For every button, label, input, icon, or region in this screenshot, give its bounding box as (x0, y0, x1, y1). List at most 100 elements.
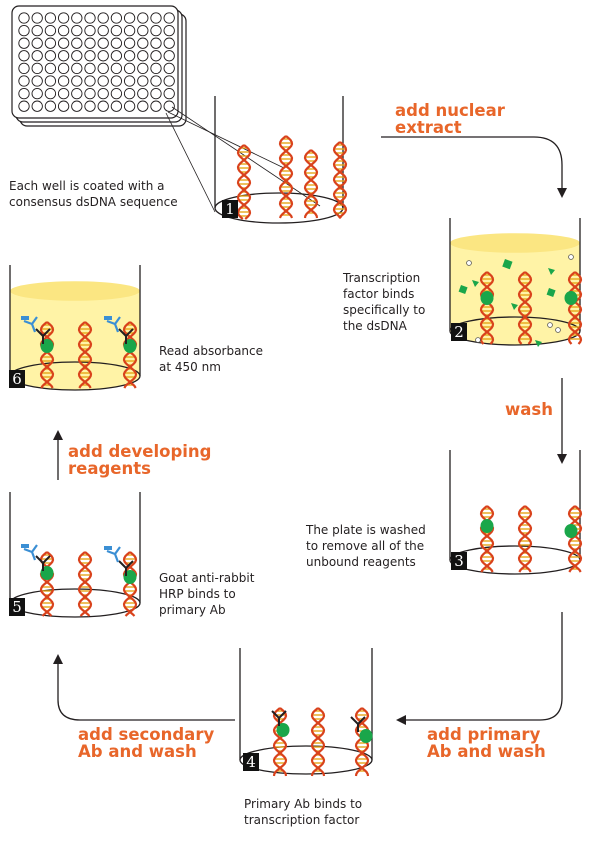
well-liquid-surface (450, 233, 580, 253)
antibody-shape (35, 555, 51, 571)
plate-well (57, 75, 70, 87)
plate-well (163, 75, 175, 87)
hrp-secondary-antibody-icon (104, 316, 121, 333)
caption-line: Read absorbance (159, 344, 264, 358)
particle-square (458, 285, 468, 294)
plate-well (71, 37, 83, 49)
dna-strand (332, 141, 348, 219)
plate-well (44, 75, 57, 87)
antibody-shape (118, 328, 134, 344)
dna-strand (479, 271, 495, 345)
caption-step-3: The plate is washed to remove all of the… (306, 522, 426, 570)
plate-well (31, 24, 43, 37)
dna-helix-icon (479, 271, 495, 345)
plate-well (71, 87, 83, 100)
plate-well (44, 50, 57, 62)
plate-well (110, 75, 123, 87)
plate-well (84, 62, 96, 75)
dna-helix-icon (310, 707, 326, 777)
plate-well (150, 37, 162, 49)
plate-well (84, 75, 96, 87)
dna-strand (354, 707, 370, 777)
intro-label-line: consensus dsDNA sequence (9, 195, 178, 209)
plate-well (97, 100, 109, 112)
dna-strand (77, 551, 93, 617)
dna-strand (77, 321, 93, 389)
plate-well (31, 75, 43, 87)
plate-well (163, 100, 175, 112)
dna-strand (303, 149, 319, 219)
transcription-factor-icon (480, 291, 494, 305)
plate-well (71, 62, 83, 75)
dna-strand (517, 505, 533, 573)
action-line: add nuclear (395, 101, 505, 120)
plate-well (57, 37, 70, 49)
plate-well (18, 100, 30, 112)
plate-well (110, 12, 123, 24)
plate-well (150, 75, 162, 87)
well-step-4 (239, 648, 373, 777)
dna-helix-icon (567, 271, 583, 345)
action-line: add developing (68, 442, 212, 461)
dna-strand (236, 144, 252, 220)
antibody-shape (271, 710, 287, 726)
caption-line: HRP binds to (159, 587, 236, 601)
dna-strand (278, 135, 294, 219)
dna-strand (39, 551, 55, 617)
plate-well (123, 87, 136, 100)
caption-line: The plate is washed (306, 523, 426, 537)
plate-well (123, 75, 136, 87)
plate-well (137, 62, 149, 75)
hrp-tag (21, 316, 29, 320)
caption-step-4: Primary Ab binds to transcription factor (244, 796, 362, 828)
plate-well (18, 87, 30, 100)
dna-helix-icon (332, 141, 348, 219)
action-wash: wash (505, 401, 553, 418)
plate-well (97, 37, 109, 49)
plate-well (31, 62, 43, 75)
dna-helix-icon (517, 271, 533, 345)
plate-well (150, 62, 162, 75)
transcription-factor-icon (480, 519, 494, 533)
dna-strand (236, 144, 252, 220)
primary-antibody-icon (35, 328, 51, 344)
caption-line: Goat anti-rabbit (159, 571, 255, 585)
well-step-6 (9, 265, 141, 391)
plate-well (71, 75, 83, 87)
antibody-shape (350, 716, 366, 732)
arrow-4-to-5 (53, 654, 235, 721)
caption-step-6: Read absorbance at 450 nm (159, 343, 263, 375)
plate-well (18, 37, 30, 49)
hrp-secondary-antibody-icon (21, 544, 38, 561)
plate-well (110, 87, 123, 100)
plate-well (150, 24, 162, 37)
plate-well (97, 62, 109, 75)
antibody-shape (23, 316, 38, 333)
plate-well (44, 24, 57, 37)
plate-well (123, 62, 136, 75)
plate-well (137, 75, 149, 87)
hrp-secondary-antibody-icon (104, 546, 121, 563)
particle-circle (555, 327, 561, 333)
plate-well (97, 12, 109, 24)
plate-well (150, 100, 162, 112)
hrp-secondary-antibody-icon (21, 316, 38, 333)
dna-strand (39, 321, 55, 389)
transcription-factor-icon (359, 729, 373, 743)
plate-well (18, 50, 30, 62)
plate-well (123, 37, 136, 49)
plate-well (57, 12, 70, 24)
action-add-nuclear-extract: add nuclear extract (395, 102, 505, 136)
caption-line: to remove all of the (306, 539, 425, 553)
plate-well (57, 24, 70, 37)
caption-step-5: Goat anti-rabbit HRP binds to primary Ab (159, 570, 254, 618)
particle-triangle (511, 303, 518, 310)
plate-well (84, 24, 96, 37)
transcription-factor-icon (564, 524, 578, 538)
primary-antibody-icon (118, 328, 134, 344)
caption-line: factor binds (343, 287, 415, 301)
plate-well (97, 24, 109, 37)
caption-line: transcription factor (244, 813, 360, 827)
plate-well (110, 100, 123, 112)
